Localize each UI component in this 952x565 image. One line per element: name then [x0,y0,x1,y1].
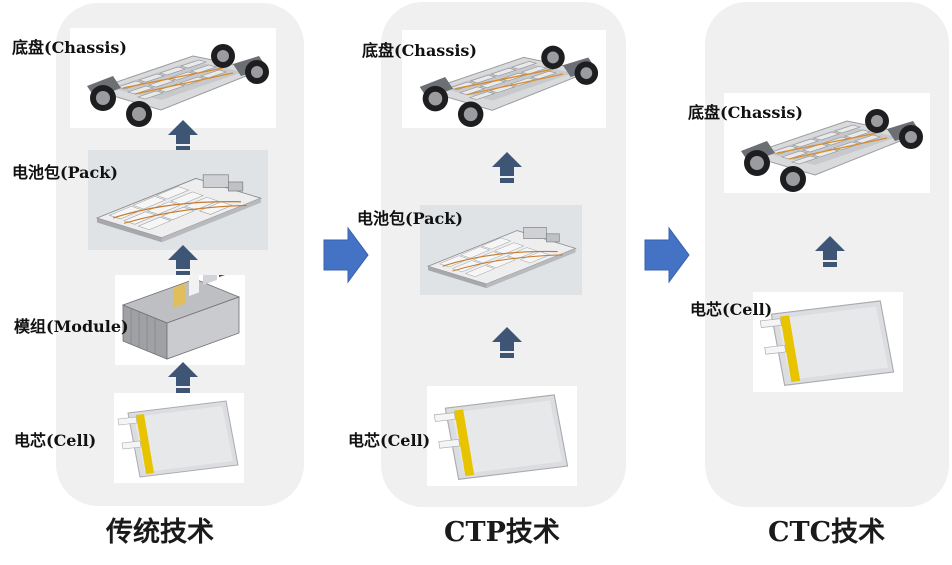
pack-label: 电池包(Pack) [12,163,118,182]
pack-label: 电池包(Pack) [357,209,463,228]
pouch-cell-icon [753,292,903,392]
cell-label: 电芯(Cell) [690,300,773,319]
cell-label: 电芯(Cell) [14,431,97,450]
module-label: 模组(Module) [14,317,129,336]
module-image [115,275,245,365]
chassis-label: 底盘(Chassis) [12,38,127,57]
chassis-label: 底盘(Chassis) [362,41,477,60]
up-arrow-icon [490,325,524,359]
cell-image [114,393,244,483]
ctc-title: CTC技术 [768,517,886,548]
up-arrow-icon [490,150,524,184]
up-arrow-icon [166,118,200,152]
up-arrow-icon [166,243,200,277]
chassis-image [70,28,276,128]
right-arrow-icon [322,226,370,284]
cell-image [753,292,903,392]
pack-image [88,150,268,250]
traditional-title: 传统技术 [106,517,214,548]
cell-label: 电芯(Cell) [348,431,431,450]
chassis-image [402,30,606,128]
chassis-image [724,93,930,193]
up-arrow-icon [813,234,847,268]
pack-image [420,205,582,295]
cell-image [427,386,577,486]
chassis-label: 底盘(Chassis) [688,103,803,122]
battery-module-icon [115,275,245,365]
pouch-cell-icon [114,393,244,483]
right-arrow-icon [643,226,691,284]
up-arrow-icon [166,360,200,394]
pouch-cell-icon [427,386,577,486]
ctp-title: CTP技术 [444,517,560,548]
